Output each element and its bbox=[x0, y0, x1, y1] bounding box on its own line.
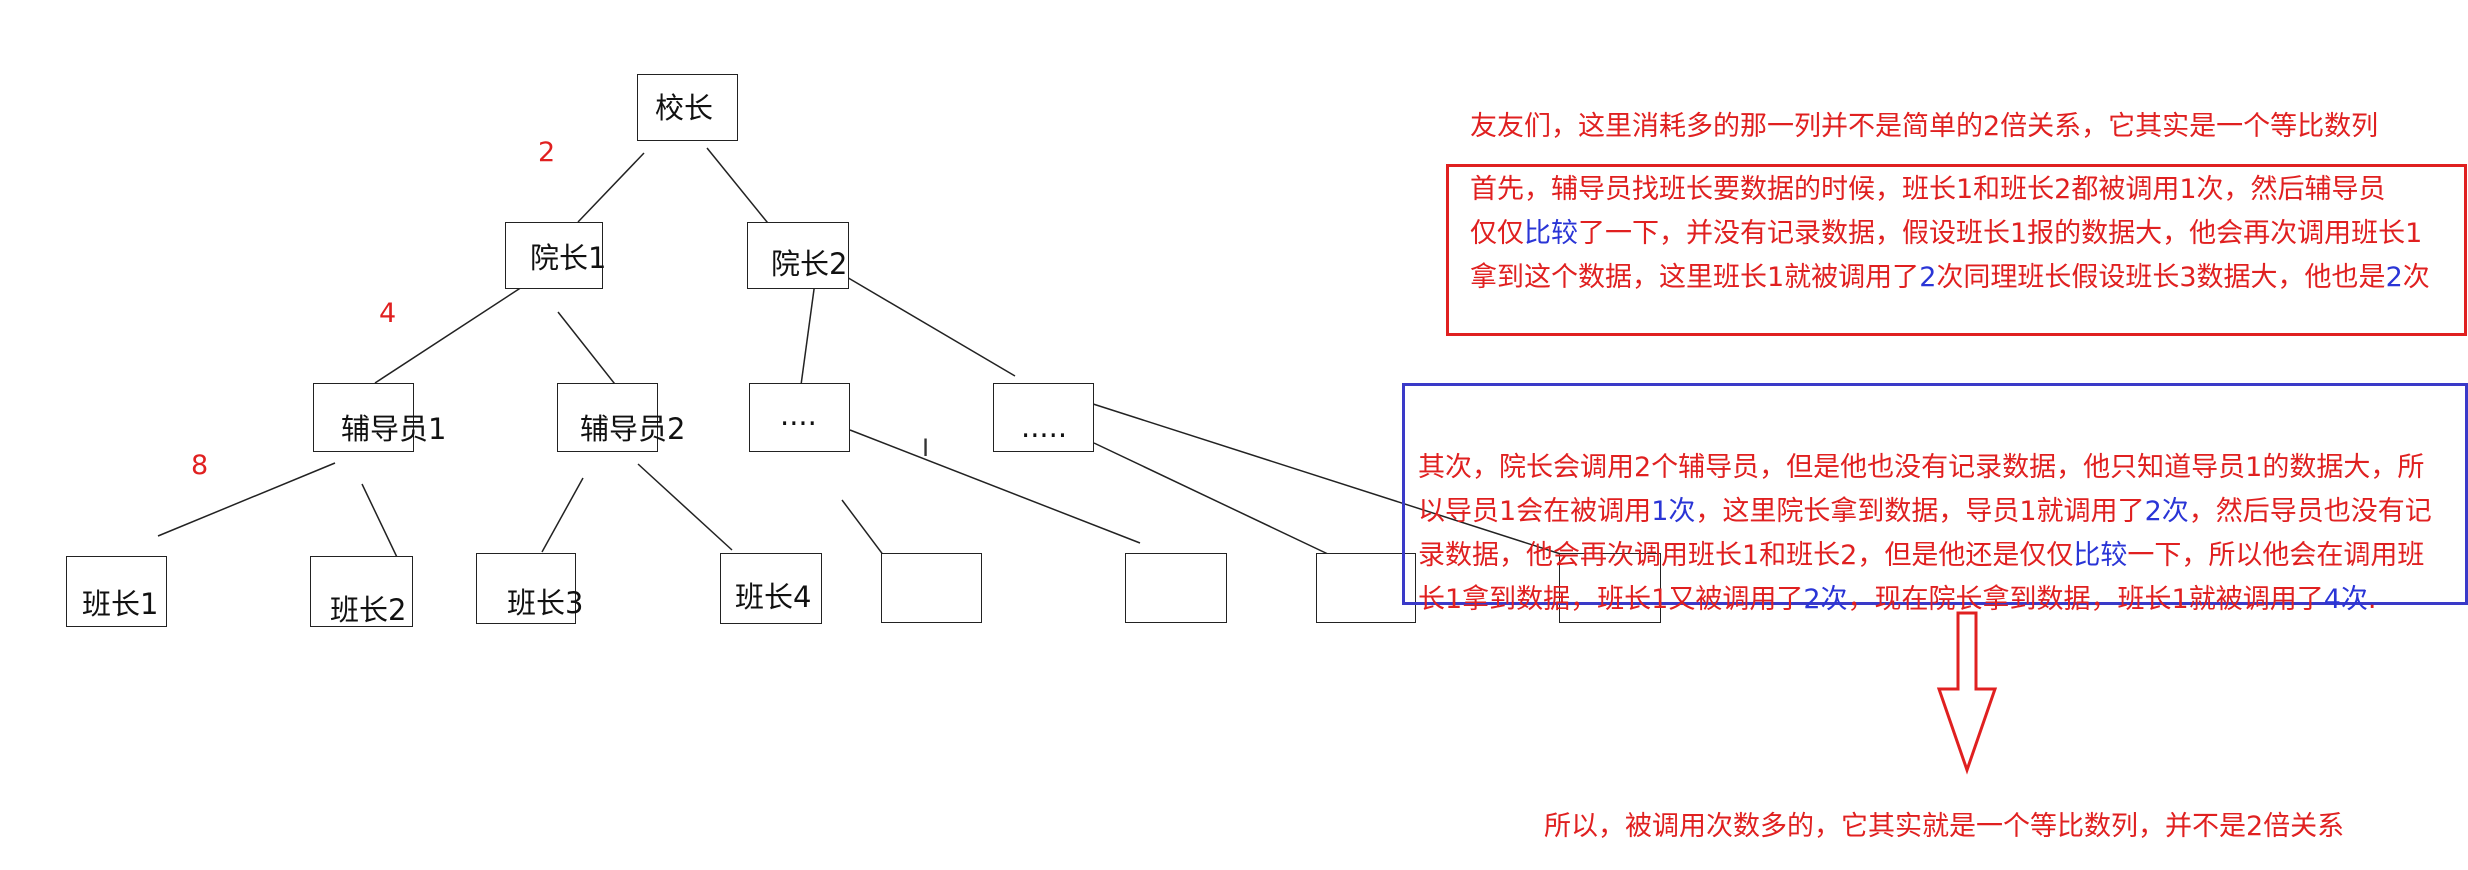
node-monitor3: 班长3 bbox=[476, 553, 583, 624]
level-number-2: 2 bbox=[538, 137, 556, 168]
node-monitor2: 班长2 bbox=[310, 556, 413, 627]
red-explanation-box bbox=[1446, 164, 2467, 336]
blue-line-4: 长1拿到数据，班长1又被调用了2次，现在院长拿到数据，班长1就被调用了4次. bbox=[1418, 584, 2377, 615]
edge-counselor2-monitor3 bbox=[541, 477, 584, 553]
blue-line-3: 录数据，他会再次调用班长1和班长2，但是他还是仅仅比较一下，所以他会在调用班 bbox=[1418, 540, 2425, 571]
edge-dots1-box2 bbox=[849, 429, 1141, 544]
blue-line-1: 其次，院长会调用2个辅导员，但是他也没有记录数据，他只知道导员1的数据大，所 bbox=[1418, 452, 2425, 483]
edge-principal-dean1 bbox=[577, 152, 645, 223]
red-line-2: 仅仅比较了一下，并没有记录数据，假设班长1报的数据大，他会再次调用班长1 bbox=[1470, 218, 2423, 249]
red-line-3: 拿到这个数据，这里班长1就被调用了2次同理班长假设班长3数据大，他也是2次 bbox=[1470, 262, 2430, 293]
node-dean2: 院长2 bbox=[747, 222, 849, 289]
red-line-1: 首先，辅导员找班长要数据的时候，班长1和班长2都被调用1次，然后辅导员 bbox=[1470, 174, 2386, 205]
edge-dean1-counselor1 bbox=[374, 286, 523, 384]
note-header: 友友们，这里消耗多的那一列并不是简单的2倍关系，它其实是一个等比数列 bbox=[1470, 111, 2379, 142]
text-cursor-icon: I bbox=[922, 434, 930, 462]
level-number-8: 8 bbox=[191, 450, 209, 481]
node-counselor2: 辅导员2 bbox=[557, 383, 685, 452]
edge-dean1-counselor2 bbox=[557, 311, 619, 389]
node-empty-2 bbox=[1125, 553, 1227, 623]
blue-line-2: 以导员1会在被调用1次，这里院长拿到数据，导员1就调用了2次，然后导员也没有记 bbox=[1418, 496, 2432, 527]
node-monitor4: 班长4 bbox=[720, 553, 822, 624]
red-box-text: 首先，辅导员找班长要数据的时候，班长1和班长2都被调用1次，然后辅导员 仅仅比较… bbox=[1470, 168, 2430, 300]
blue-box-text: 其次，院长会调用2个辅导员，但是他也没有记录数据，他只知道导员1的数据大，所 以… bbox=[1418, 446, 2432, 622]
conclusion-note: 所以，被调用次数多的，它其实就是一个等比数列，并不是2倍关系 bbox=[1544, 811, 2345, 842]
node-principal: 校长 bbox=[637, 74, 738, 141]
edge-dean2-dots1 bbox=[800, 281, 816, 386]
edge-counselor1-monitor1 bbox=[157, 462, 336, 537]
node-empty-1 bbox=[881, 553, 982, 623]
edge-counselor2-monitor4 bbox=[637, 463, 733, 551]
node-empty-3 bbox=[1316, 553, 1416, 623]
node-dots2: ..... bbox=[993, 383, 1094, 452]
node-dean1: 院长1 bbox=[505, 222, 606, 289]
edge-dean2-dots2 bbox=[844, 275, 1016, 377]
edge-dots2-box4 bbox=[1089, 402, 1571, 558]
node-counselor1: 辅导员1 bbox=[313, 383, 446, 452]
level-number-4: 4 bbox=[379, 298, 397, 329]
node-dots1: .... bbox=[749, 383, 850, 452]
node-monitor1: 班长1 bbox=[66, 556, 167, 627]
edge-dots2-box3 bbox=[1093, 442, 1331, 556]
blue-explanation-box bbox=[1402, 383, 2468, 605]
node-empty-4 bbox=[1559, 553, 1661, 623]
